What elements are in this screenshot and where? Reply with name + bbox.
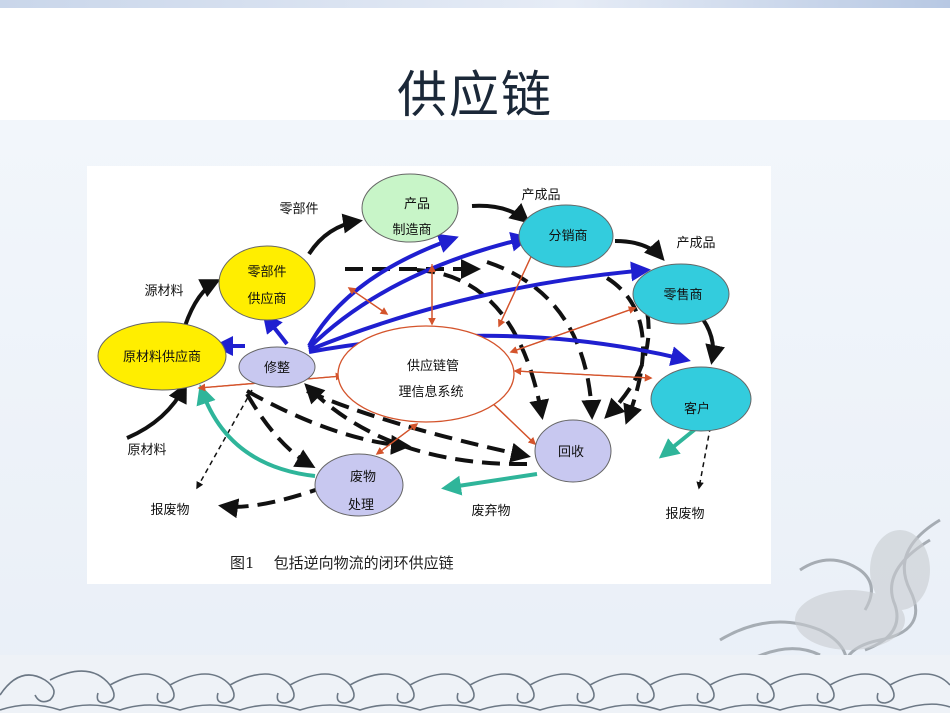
retailer-label: 零售商 [663,287,702,303]
waste-label-2: 处理 [348,498,374,513]
distributor-label: 分销商 [548,229,587,244]
closed-loop-supply-chain-figure: 原材料供应商 零部件 供应商 产品 制造商 分销商 零售商 客户 修整 回收 废… [87,166,771,584]
customer-node [650,366,752,432]
recycle-node [534,419,612,483]
reverse-flow-dashed-arrows [218,259,651,519]
waste-label-1: 废物 [350,469,376,485]
source-material-label: 源材料 [144,284,183,299]
waste-processing-node [314,453,404,517]
manufacturer-label-1: 产品 [404,197,430,212]
repair-label: 修整 [264,361,290,376]
info-system-ellipse [337,325,515,423]
slide-title: 供应链 [397,66,553,124]
scrap-label-left: 报废物 [150,502,189,518]
parts-supplier-label-1: 零部件 [247,265,286,280]
info-system-label-2: 理信息系统 [398,384,463,400]
retailer-node [632,263,730,325]
parts-supplier-label-2: 供应商 [247,291,286,307]
diagram-canvas: 原材料供应商 零部件 供应商 产品 制造商 分销商 零售商 客户 修整 回收 废… [97,173,752,572]
figure-caption: 图1 包括逆向物流的闭环供应链 [230,554,454,572]
info-system-label-1: 供应链管 [407,358,459,374]
parts-supplier-node [218,245,316,321]
scrap-label-right: 报废物 [665,506,704,522]
finished-goods-label-1: 产成品 [521,188,560,203]
repair-node [238,346,316,388]
finished-goods-label-2: 产成品 [676,236,715,251]
raw-supplier-node [97,321,227,391]
recycle-label: 回收 [558,445,584,460]
parts-label: 零部件 [279,202,318,217]
raw-material-label: 原材料 [127,443,166,458]
wave-pattern-border-icon [0,655,950,713]
distributor-node [518,204,614,268]
manufacturer-node [361,173,459,243]
discarded-label: 废弃物 [471,503,510,519]
manufacturer-label-2: 制造商 [392,223,431,238]
raw-supplier-label: 原材料供应商 [123,349,201,365]
top-decor-bar [0,0,950,8]
customer-label: 客户 [684,401,710,417]
